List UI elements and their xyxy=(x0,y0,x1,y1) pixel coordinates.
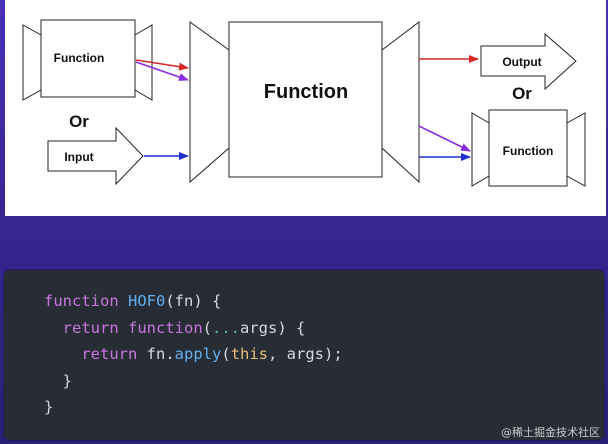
code-token: this xyxy=(230,345,269,364)
left-function-box: Function xyxy=(22,19,153,101)
code-token: args) { xyxy=(240,318,306,337)
center-function-label: Function xyxy=(264,81,348,103)
watermark: @稀土掘金技术社区 xyxy=(501,426,600,439)
code-token: ( xyxy=(221,345,231,364)
code-line: } xyxy=(44,394,343,421)
code-token: } xyxy=(44,371,72,390)
code-line: function HOF0(fn) { xyxy=(44,288,343,315)
diagram-svg: Function Or Input Function Output Or xyxy=(22,19,586,187)
red-arrow-left xyxy=(135,59,189,71)
hof-diagram: Function Or Input Function Output Or xyxy=(5,0,606,216)
code-token: ( xyxy=(202,318,212,337)
code-text: function HOF0(fn) { return function(...a… xyxy=(44,288,343,421)
code-token: apply xyxy=(174,345,222,364)
code-line: return fn.apply(this, args); xyxy=(44,341,343,368)
code-token: return xyxy=(44,318,128,337)
code-token: . xyxy=(165,345,175,364)
left-or-label: Or xyxy=(69,112,89,131)
right-function-label: Function xyxy=(503,144,554,158)
output-label: Output xyxy=(502,55,541,69)
code-token: HOF0 xyxy=(128,292,166,310)
code-token: } xyxy=(44,398,54,417)
output-arrow: Output xyxy=(480,32,577,91)
purple-arrow-left xyxy=(135,61,189,81)
code-line: return function(...args) { xyxy=(44,315,343,342)
code-token: function xyxy=(128,318,203,337)
purple-arrow-right xyxy=(418,125,471,152)
left-function-label: Function xyxy=(54,51,105,65)
code-token: return xyxy=(44,345,147,364)
code-token: fn xyxy=(146,345,166,364)
code-token: (fn) { xyxy=(165,292,222,310)
code-line: } xyxy=(44,368,343,395)
code-block: function HOF0(fn) { return function(...a… xyxy=(4,270,604,440)
input-arrow: Input xyxy=(47,126,144,186)
code-token: function xyxy=(44,292,128,310)
right-or-label: Or xyxy=(512,84,532,103)
code-token: , args); xyxy=(268,345,343,364)
code-token: ... xyxy=(212,318,240,337)
input-label: Input xyxy=(64,150,93,164)
right-function-box: Function xyxy=(471,109,586,187)
center-function-box: Function xyxy=(189,20,420,184)
